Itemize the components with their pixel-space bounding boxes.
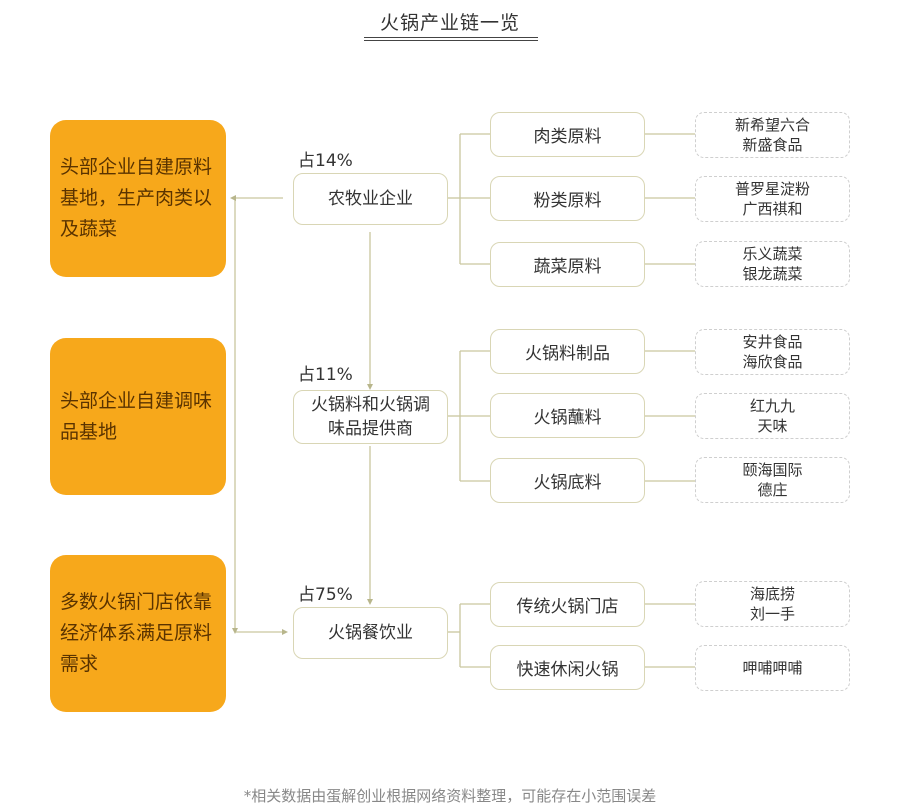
companies-vegetable: 乐义蔬菜 银龙蔬菜: [695, 241, 850, 287]
companies-soup-base: 颐海国际 德庄: [695, 457, 850, 503]
note-restaurant-supply: 多数火锅门店依靠经济体系满足原料需求: [50, 555, 226, 712]
category-hotpot-ingredients: 火锅料制品: [490, 329, 645, 374]
share-label-seasoning: 占11%: [298, 365, 353, 385]
share-label-agriculture: 占14%: [298, 151, 353, 171]
companies-dipping-sauce: 红九九 天味: [695, 393, 850, 439]
share-label-restaurant: 占75%: [298, 585, 353, 605]
category-soup-base: 火锅底料: [490, 458, 645, 503]
segment-agriculture: 农牧业企业: [293, 173, 448, 225]
companies-meat: 新希望六合 新盛食品: [695, 112, 850, 158]
companies-fast-casual-hotpot: 呷哺呷哺: [695, 645, 850, 691]
category-vegetable: 蔬菜原料: [490, 242, 645, 287]
category-traditional-hotpot: 传统火锅门店: [490, 582, 645, 627]
segment-hotpot-restaurant: 火锅餐饮业: [293, 607, 448, 659]
category-fast-casual-hotpot: 快速休闲火锅: [490, 645, 645, 690]
diagram-title: 火锅产业链一览: [379, 12, 520, 34]
title-underline: [364, 37, 538, 41]
category-meat: 肉类原料: [490, 112, 645, 157]
companies-traditional-hotpot: 海底捞 刘一手: [695, 581, 850, 627]
footnote: *相关数据由蛋解创业根据网络资料整理，可能存在小范围误差: [243, 787, 657, 805]
category-starch: 粉类原料: [490, 176, 645, 221]
note-self-built-raw-material-base: 头部企业自建原料基地，生产肉类以及蔬菜: [50, 120, 226, 277]
category-dipping-sauce: 火锅蘸料: [490, 393, 645, 438]
note-self-built-seasoning-base: 头部企业自建调味品基地: [50, 338, 226, 495]
companies-starch: 普罗星淀粉 广西祺和: [695, 176, 850, 222]
companies-hotpot-ingredients: 安井食品 海欣食品: [695, 329, 850, 375]
segment-seasoning-supplier: 火锅料和火锅调 味品提供商: [293, 390, 448, 444]
